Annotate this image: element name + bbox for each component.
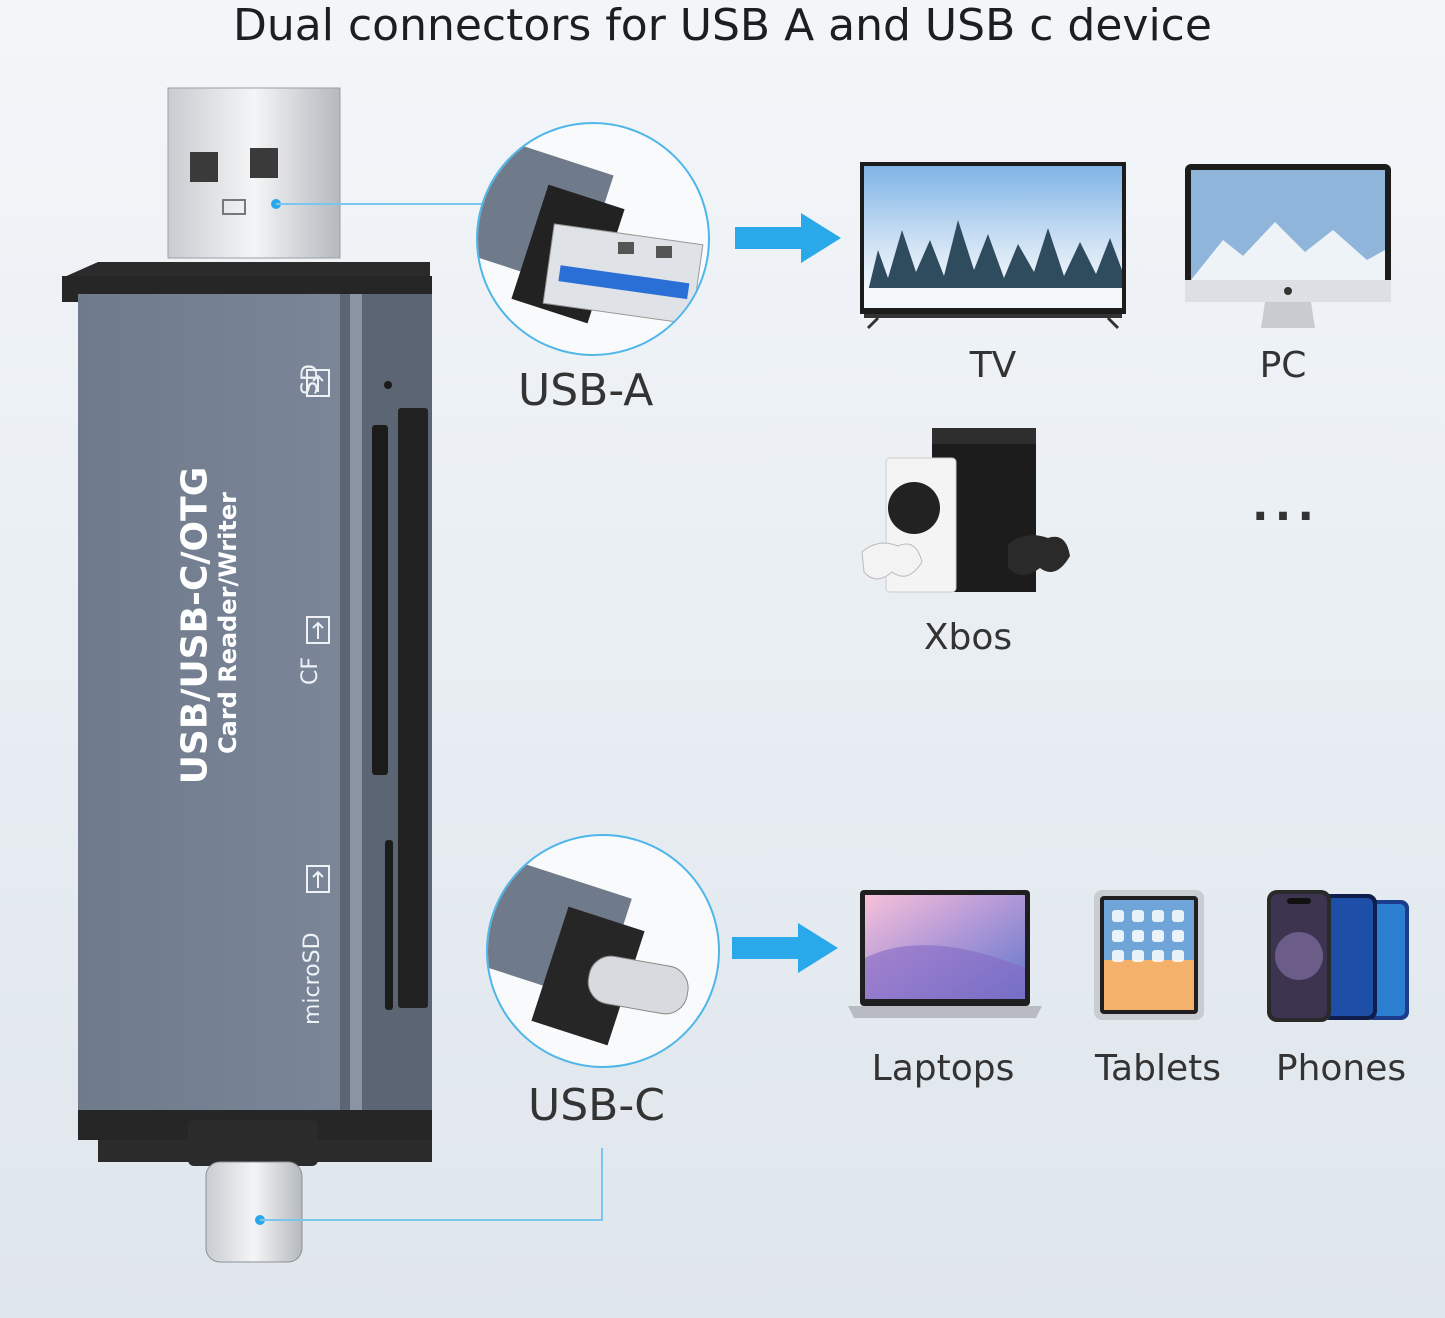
cf-insert-icon bbox=[306, 616, 330, 644]
device-label-pc: PC bbox=[1259, 345, 1307, 386]
reader-body-text: USB/USB-C/OTG Card Reader/Writer bbox=[120, 455, 280, 855]
reader-function-text: Card Reader/Writer bbox=[214, 492, 242, 754]
usb-c-zoom-circle bbox=[486, 834, 720, 1068]
usb-a-label: USB-A bbox=[518, 365, 654, 416]
xbox-icon bbox=[861, 428, 1070, 593]
imac-icon bbox=[1185, 164, 1391, 328]
arrow-right-icon bbox=[735, 213, 841, 263]
usb-a-closeup bbox=[478, 138, 704, 325]
usb-a-zoom-circle bbox=[476, 122, 710, 356]
usb-c-closeup bbox=[488, 858, 689, 1046]
usb-c-label: USB-C bbox=[528, 1080, 665, 1131]
more-devices-ellipsis: ... bbox=[1251, 480, 1321, 531]
device-label-phones: Phones bbox=[1275, 1048, 1407, 1089]
tablet-icon bbox=[1094, 890, 1204, 1020]
page-title: Dual connectors for USB A and USB c devi… bbox=[233, 0, 1212, 51]
device-label-tablets: Tablets bbox=[1095, 1048, 1221, 1089]
usb-a-plug bbox=[167, 87, 341, 259]
device-label-tv: TV bbox=[969, 345, 1017, 386]
sd-insert-icon bbox=[306, 369, 330, 397]
microsd-insert-icon bbox=[306, 865, 330, 893]
reader-model-text: USB/USB-C/OTG bbox=[174, 466, 216, 785]
laptop-icon bbox=[848, 890, 1042, 1018]
phones-icon bbox=[1267, 890, 1409, 1022]
arrow-right-icon bbox=[732, 923, 838, 973]
device-label-laptops: Laptops bbox=[871, 1048, 1015, 1089]
tv-icon bbox=[860, 162, 1126, 330]
device-label-xbox: Xbos bbox=[923, 617, 1013, 658]
